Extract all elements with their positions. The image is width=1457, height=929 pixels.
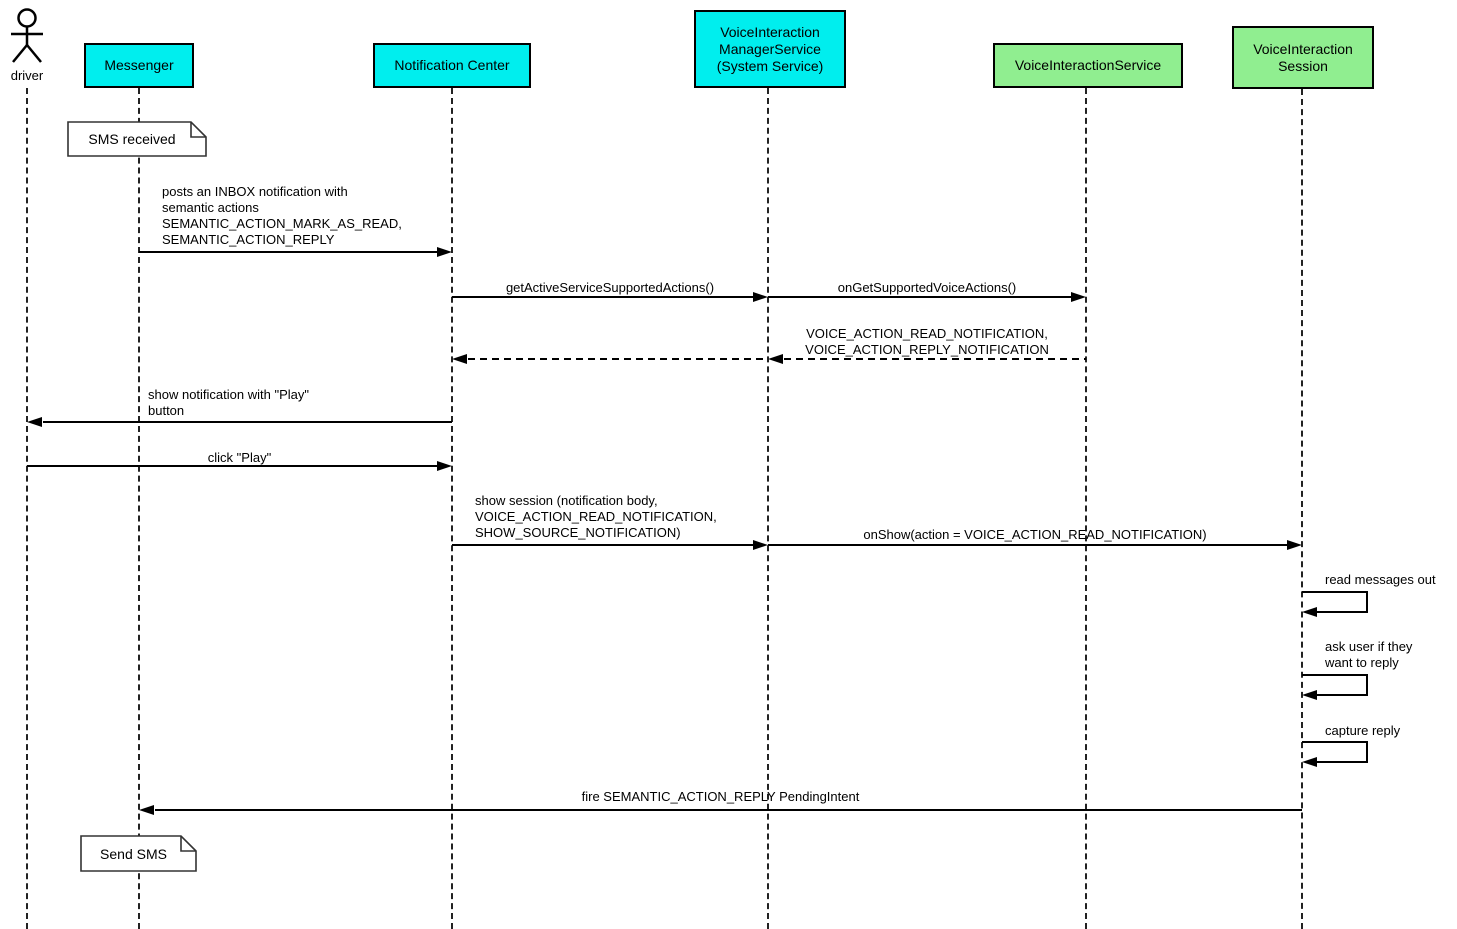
message-line: onShow(action = VOICE_ACTION_READ_NOTIFI…: [863, 527, 1207, 542]
self-arrow-read-messages-out-side: [1366, 591, 1368, 613]
message-click-play-label: click "Play": [27, 450, 452, 466]
lifeline-notification-center: [451, 88, 453, 929]
participant-label: VoiceInteractionService: [1014, 57, 1162, 73]
note-shape: [67, 121, 207, 157]
lifeline-messenger: [138, 88, 140, 929]
message-fire-pending-intent-label: fire SEMANTIC_ACTION_REPLY PendingIntent: [139, 789, 1302, 805]
arrow-show-notification: [43, 421, 452, 423]
message-line: semantic actions: [162, 200, 259, 215]
participant-label: Session: [1278, 57, 1328, 74]
self-arrow-ask-user-side: [1366, 674, 1368, 696]
message-voice-actions-return-label: VOICE_ACTION_READ_NOTIFICATION, VOICE_AC…: [768, 326, 1086, 358]
arrowhead-right-icon: [753, 540, 768, 550]
arrowhead-left-icon: [768, 354, 783, 364]
arrowhead-right-icon: [437, 247, 452, 257]
message-line: getActiveServiceSupportedActions(): [505, 280, 715, 295]
note-text: Send SMS: [100, 845, 167, 862]
arrow-get-active-service-supported-actions: [452, 296, 755, 298]
message-line: VOICE_ACTION_REPLY_NOTIFICATION: [805, 342, 1049, 357]
message-line: SEMANTIC_ACTION_REPLY: [162, 232, 335, 247]
arrowhead-right-icon: [1287, 540, 1302, 550]
lifeline-voice-interaction-manager-service: [767, 88, 769, 929]
lifeline-voice-interaction-service: [1085, 88, 1087, 929]
message-line: onGetSupportedVoiceActions(): [837, 280, 1017, 295]
arrow-posts-inbox-notification: [139, 251, 439, 253]
participant-label: Messenger: [104, 57, 174, 73]
arrow-fire-pending-intent: [155, 809, 1302, 811]
participant-notification-center: Notification Center: [373, 43, 531, 88]
message-line: VOICE_ACTION_READ_NOTIFICATION,: [475, 509, 717, 524]
message-on-show-label: onShow(action = VOICE_ACTION_READ_NOTIFI…: [768, 527, 1302, 543]
arrowhead-right-icon: [753, 292, 768, 302]
lifeline-voice-interaction-session: [1301, 89, 1303, 929]
message-get-active-service-supported-actions-label: getActiveServiceSupportedActions(): [452, 280, 768, 296]
participant-label: (System Service): [716, 57, 824, 74]
participant-label: VoiceInteraction: [720, 23, 820, 40]
note-send-sms: Send SMS: [80, 835, 197, 872]
message-show-session-label: show session (notification body, VOICE_A…: [475, 493, 717, 541]
participant-label: Notification Center: [394, 57, 510, 73]
arrow-click-play: [27, 465, 439, 467]
message-show-notification-label: show notification with "Play" button: [148, 387, 309, 419]
arrowhead-left-icon: [139, 805, 154, 815]
arrowhead-left-icon: [1302, 757, 1317, 767]
arrowhead-left-icon: [1302, 690, 1317, 700]
note-sms-received: SMS received: [67, 121, 207, 157]
actor-driver-label: driver: [10, 68, 44, 83]
arrowhead-right-icon: [1071, 292, 1086, 302]
message-line: show session (notification body,: [475, 493, 658, 508]
message-line: read messages out: [1325, 572, 1436, 587]
participant-voice-interaction-session: VoiceInteraction Session: [1232, 26, 1374, 89]
self-arrow-capture-reply-bottom: [1316, 761, 1368, 763]
participant-label: ManagerService: [719, 40, 821, 57]
arrow-on-get-supported-voice-actions: [768, 296, 1073, 298]
note-shape: [80, 835, 197, 872]
self-arrow-ask-user-bottom: [1316, 694, 1368, 696]
message-line: posts an INBOX notification with: [162, 184, 348, 199]
message-on-get-supported-voice-actions-label: onGetSupportedVoiceActions(): [768, 280, 1086, 296]
message-line: click "Play": [207, 450, 272, 465]
message-posts-inbox-notification-label: posts an INBOX notification with semanti…: [162, 184, 402, 248]
message-line: button: [148, 403, 185, 418]
participant-label: VoiceInteraction: [1253, 40, 1353, 57]
arrowhead-right-icon: [437, 461, 452, 471]
message-line: SEMANTIC_ACTION_MARK_AS_READ,: [162, 216, 402, 231]
self-arrow-capture-reply-top: [1302, 741, 1368, 743]
self-arrow-capture-reply-side: [1366, 741, 1368, 763]
message-ask-user-reply-label: ask user if they want to reply: [1325, 639, 1412, 671]
arrowhead-left-icon: [1302, 607, 1317, 617]
arrowhead-left-icon: [452, 354, 467, 364]
message-line: VOICE_ACTION_READ_NOTIFICATION,: [806, 326, 1048, 341]
note-text: SMS received: [88, 131, 176, 147]
arrow-return-voice-actions-segment-1: [784, 358, 1086, 360]
message-line: show notification with "Play": [148, 387, 309, 402]
self-arrow-ask-user-top: [1302, 674, 1368, 676]
self-arrow-read-messages-out-bottom: [1316, 611, 1368, 613]
message-line: capture reply: [1325, 723, 1401, 738]
message-read-messages-out-label: read messages out: [1325, 572, 1436, 588]
message-capture-reply-label: capture reply: [1325, 723, 1400, 739]
participant-voice-interaction-service: VoiceInteractionService: [993, 43, 1183, 88]
lifeline-driver: [26, 88, 28, 929]
arrow-return-voice-actions-segment-2: [468, 358, 767, 360]
participant-messenger: Messenger: [84, 43, 194, 88]
self-arrow-read-messages-out-top: [1302, 591, 1368, 593]
actor-stick-figure-icon: [11, 8, 43, 63]
message-line: fire SEMANTIC_ACTION_REPLY PendingIntent: [581, 789, 860, 804]
participant-voice-interaction-manager-service: VoiceInteraction ManagerService (System …: [694, 10, 846, 88]
message-line: want to reply: [1325, 655, 1399, 670]
arrow-on-show: [768, 544, 1289, 546]
arrowhead-left-icon: [27, 417, 42, 427]
message-line: ask user if they: [1325, 639, 1413, 654]
message-line: SHOW_SOURCE_NOTIFICATION): [475, 525, 681, 540]
arrow-show-session: [452, 544, 755, 546]
